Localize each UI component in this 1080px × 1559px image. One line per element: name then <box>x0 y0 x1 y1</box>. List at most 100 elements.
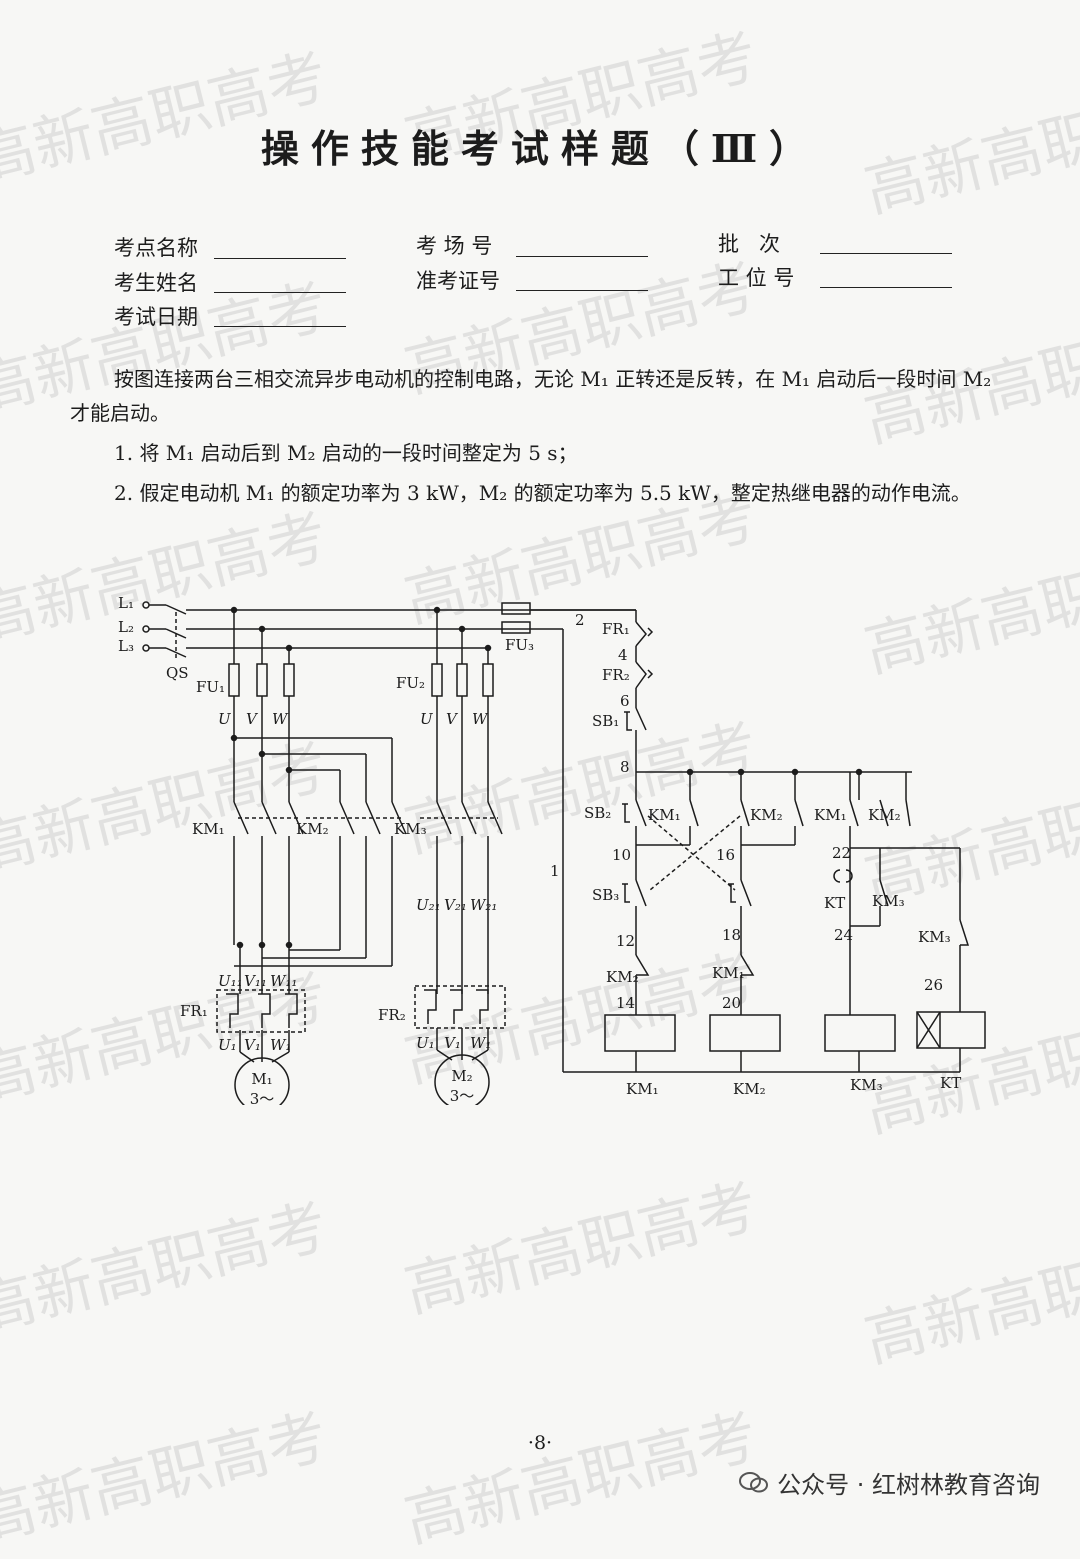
motor1-branch <box>216 606 407 1105</box>
circuit-diagram: L₁ L₂ L₃ QS FU₁ FU₂ FU₃ 2 1 U V W U V W … <box>118 594 986 1105</box>
l1-label: L₁ <box>118 594 134 612</box>
batch-field <box>820 253 952 254</box>
page-number: ·8· <box>527 1432 553 1454</box>
fu1-label: FU₁ <box>196 678 225 696</box>
v1-label: V₁ <box>244 1036 261 1054</box>
motor2-branch <box>414 606 506 1105</box>
w-label: W <box>272 710 289 728</box>
node-14: 14 <box>616 994 635 1012</box>
watermark: 高新高职高考 <box>858 1221 1080 1377</box>
u-label: U <box>420 710 434 728</box>
km1-ctrl-label: KM₁ <box>648 806 681 824</box>
kt-contact-label: KT <box>824 894 845 912</box>
exam-site-field <box>214 258 346 259</box>
qs-label: QS <box>166 664 189 682</box>
node-10: 10 <box>612 846 631 864</box>
motor1-label: M₁ <box>251 1070 272 1088</box>
node-20: 20 <box>722 994 741 1012</box>
node-16: 16 <box>716 846 735 864</box>
sb2-label: SB₂ <box>584 804 611 822</box>
room-no-label: 考 场 号 <box>416 234 493 258</box>
date-field <box>214 326 346 327</box>
page-title: 操作技能考试样题（Ⅲ） <box>260 126 820 171</box>
sb3-label: SB₃ <box>592 886 619 904</box>
node-4: 4 <box>618 646 628 664</box>
node-22: 22 <box>832 844 851 862</box>
km3-nc-label: KM₃ <box>918 928 951 946</box>
control-circuit <box>530 609 986 1073</box>
fu2-label: FU₂ <box>396 674 425 692</box>
station-field <box>820 287 952 288</box>
l2-label: L₂ <box>118 618 134 636</box>
km2-aux-label: KM₂ <box>868 806 901 824</box>
node-24: 24 <box>834 926 853 944</box>
task-item-2: 2. 假定电动机 M₁ 的额定功率为 3 kW，M₂ 的额定功率为 5.5 kW… <box>114 481 971 505</box>
u-label: U <box>218 710 232 728</box>
km3-main-label: KM₃ <box>394 820 427 838</box>
kt-coil-label: KT <box>940 1074 961 1092</box>
node-6: 6 <box>620 692 630 710</box>
km2-nc-label: KM₂ <box>606 968 639 986</box>
exam-site-label: 考点名称 <box>114 236 198 260</box>
watermark: 高新高职高考 <box>0 1191 335 1347</box>
u21-label: U₂₁ <box>416 896 441 914</box>
station-label: 工 位 号 <box>718 266 795 290</box>
name-field <box>214 292 346 293</box>
sb1-label: SB₁ <box>592 712 619 730</box>
v11-label: V₁₁ <box>244 972 267 990</box>
w11-label: W₁₁ <box>270 972 297 990</box>
v21-label: V₂₁ <box>444 896 467 914</box>
km1-nc-label: KM₁ <box>712 964 745 982</box>
motor2-label: M₂ <box>451 1067 472 1085</box>
task-text: 按图连接两台三相交流异步电动机的控制电路，无论 M₁ 正转还是反转，在 M₁ 启… <box>70 362 1015 516</box>
node-8: 8 <box>620 758 630 776</box>
w1-label: W₁ <box>270 1036 291 1054</box>
km1-main-label: KM₁ <box>192 820 225 838</box>
fr1-main-label: FR₁ <box>180 1002 208 1020</box>
km1-aux-label: KM₁ <box>814 806 847 824</box>
node-18: 18 <box>722 926 741 944</box>
v-label: V <box>446 710 459 728</box>
l3-label: L₃ <box>118 637 134 655</box>
km3-aux-label: KM₃ <box>872 892 905 910</box>
u1-label: U₁ <box>416 1034 435 1052</box>
node-2: 2 <box>575 611 585 629</box>
wechat-icon <box>739 1471 769 1495</box>
w1-label: W₁ <box>470 1034 491 1052</box>
fr2-ctrl-label: FR₂ <box>602 666 630 684</box>
ticket-field <box>516 290 648 291</box>
node-12: 12 <box>616 932 635 950</box>
fu3-fuse <box>501 602 531 634</box>
km2-coil-label: KM₂ <box>733 1080 766 1098</box>
node-1: 1 <box>550 862 560 880</box>
watermark: 高新高职高考 <box>398 1401 765 1557</box>
u11-label: U₁₁ <box>218 972 243 990</box>
footer: 公众号 · 红树林教育咨询 <box>739 1465 1040 1500</box>
km3-coil-label: KM₃ <box>850 1076 883 1094</box>
w-label: W <box>472 710 489 728</box>
date-label: 考试日期 <box>114 305 198 329</box>
watermark: 高新高职高考 <box>398 1171 765 1327</box>
task-intro: 按图连接两台三相交流异步电动机的控制电路，无论 M₁ 正转还是反转，在 M₁ 启… <box>70 367 992 425</box>
fr2-main-label: FR₂ <box>378 1006 406 1024</box>
v1-label: V₁ <box>444 1034 461 1052</box>
footer-text: 公众号 · 红树林教育咨询 <box>777 1471 1040 1499</box>
v-label: V <box>246 710 259 728</box>
batch-label: 批 次 <box>718 232 781 256</box>
fr1-ctrl-label: FR₁ <box>602 620 630 638</box>
motor1-phase: 3～ <box>250 1090 275 1105</box>
motor2-phase: 3～ <box>450 1087 475 1105</box>
node-26: 26 <box>924 976 943 994</box>
km2-ctrl-label: KM₂ <box>750 806 783 824</box>
name-label: 考生姓名 <box>114 271 198 295</box>
w21-label: W₂₁ <box>470 896 497 914</box>
km2-main-label: KM₂ <box>296 820 329 838</box>
task-item-1: 1. 将 M₁ 启动后到 M₂ 启动的一段时间整定为 5 s； <box>114 441 578 465</box>
watermark: 高新高职高考 <box>0 41 335 197</box>
watermark: 高新高职高考 <box>0 1401 335 1557</box>
u1-label: U₁ <box>218 1036 237 1054</box>
km1-coil-label: KM₁ <box>626 1080 659 1098</box>
fu3-label: FU₃ <box>505 636 534 654</box>
ticket-label: 准考证号 <box>416 269 500 293</box>
room-no-field <box>516 256 648 257</box>
